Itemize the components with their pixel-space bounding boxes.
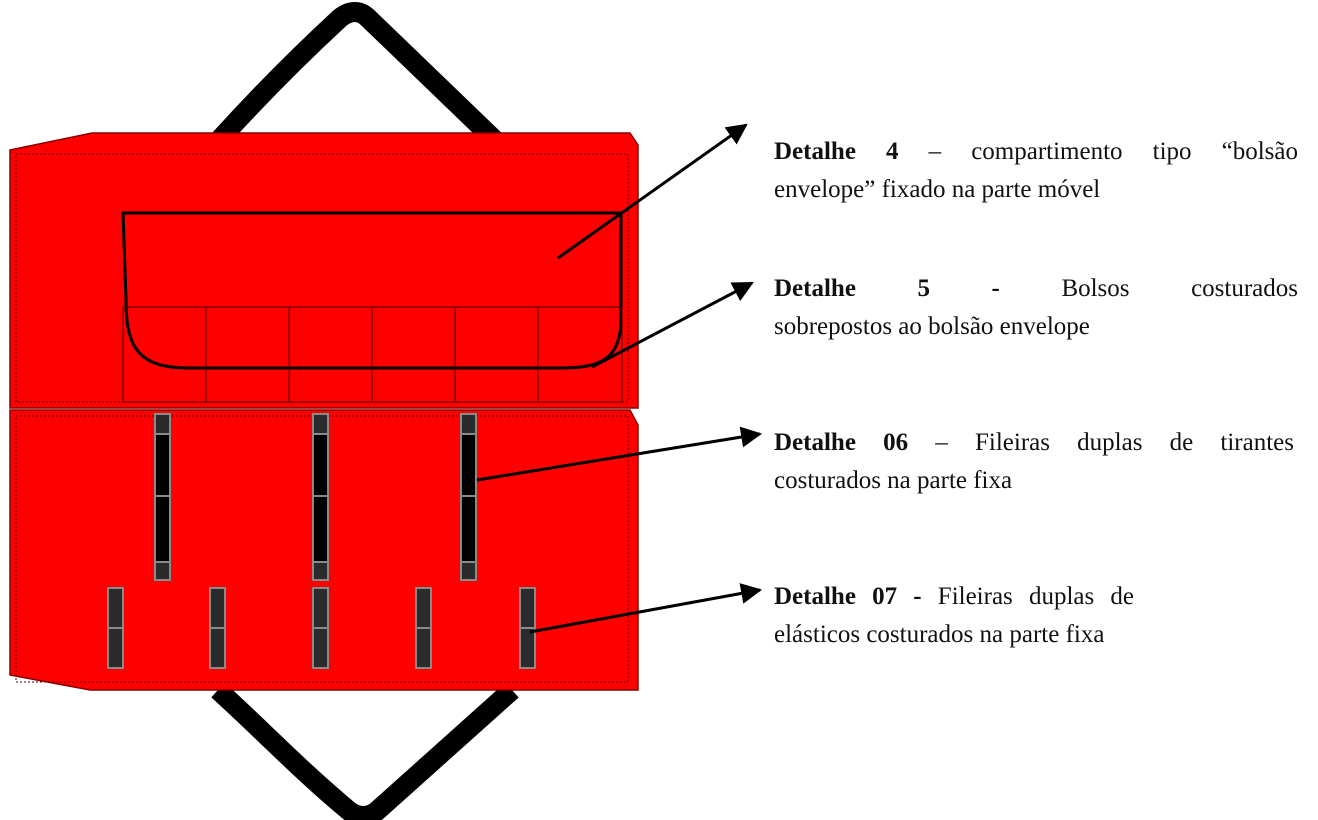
- caption-line: costurados na parte fixa: [774, 467, 1013, 494]
- upper-panel: [9, 132, 639, 409]
- elastic: [415, 587, 432, 629]
- caption-title: Detalhe 07 -: [774, 583, 922, 610]
- elastic: [519, 627, 536, 669]
- arrow-detalhe-07: [529, 583, 763, 634]
- elastic-column: [415, 587, 432, 669]
- arrow-detalhe-06: [476, 426, 763, 482]
- strap: [312, 413, 329, 435]
- caption-line: envelope” fixado na parte móvel: [774, 176, 1101, 203]
- elastic: [519, 587, 536, 629]
- caption-detalhe-07: Detalhe 07 - Fileiras duplas de elástico…: [774, 578, 1134, 654]
- strap-column: [312, 413, 329, 581]
- sewn-pockets: [122, 306, 623, 403]
- strap: [460, 561, 477, 581]
- caption-text: Fileiras duplas de: [921, 583, 1134, 610]
- caption-detalhe-4: Detalhe 4 – compartimento tipo “bolsão e…: [774, 133, 1298, 209]
- caption-line: elásticos costurados na parte fixa: [774, 621, 1105, 648]
- caption-line: Detalhe 07 - Fileiras duplas de: [774, 578, 1134, 616]
- top-handle: [204, 2, 512, 158]
- caption-text: Bolsos costurados: [999, 275, 1298, 302]
- elastic-rows: [107, 587, 536, 669]
- arrow-detalhe-5: [591, 281, 754, 369]
- strap: [460, 413, 477, 435]
- caption-title: Detalhe 06: [774, 429, 909, 456]
- elastic-column: [312, 587, 329, 669]
- strap: [154, 495, 171, 563]
- caption-line: sobrepostos ao bolsão envelope: [774, 313, 1090, 340]
- strap-rows: [154, 413, 477, 581]
- strap: [154, 413, 171, 435]
- leader-arrows: [476, 123, 763, 634]
- elastic-column: [519, 587, 536, 669]
- arrow-detalhe-4: [557, 123, 748, 260]
- bottom-handle: [211, 682, 519, 820]
- strap: [312, 495, 329, 563]
- strap: [460, 495, 477, 563]
- strap-column: [154, 413, 171, 581]
- caption-detalhe-06: Detalhe 06 – Fileiras duplas de tirantes…: [774, 424, 1294, 500]
- caption-title: Detalhe 5 -: [774, 275, 1000, 302]
- caption-line: Detalhe 5 - Bolsos costurados: [774, 270, 1298, 308]
- caption-line: Detalhe 06 – Fileiras duplas de tirantes: [774, 424, 1294, 462]
- elastic: [209, 627, 226, 669]
- elastic: [107, 587, 124, 629]
- elastic: [415, 627, 432, 669]
- caption-title: Detalhe 4: [774, 138, 899, 165]
- elastic-column: [209, 587, 226, 669]
- caption-detalhe-5: Detalhe 5 - Bolsos costurados sobreposto…: [774, 270, 1298, 346]
- envelope-pocket: [121, 211, 623, 370]
- caption-text: – compartimento tipo “bolsão: [898, 138, 1298, 165]
- elastic: [312, 587, 329, 629]
- elastic-column: [107, 587, 124, 669]
- caption-line: Detalhe 4 – compartimento tipo “bolsão: [774, 133, 1298, 171]
- strap: [460, 433, 477, 497]
- caption-text: – Fileiras duplas de tirantes: [908, 429, 1294, 456]
- strap: [154, 561, 171, 581]
- strap-column: [460, 413, 477, 581]
- strap: [312, 561, 329, 581]
- strap: [154, 433, 171, 497]
- elastic: [107, 627, 124, 669]
- elastic: [312, 627, 329, 669]
- strap: [312, 433, 329, 497]
- elastic: [209, 587, 226, 629]
